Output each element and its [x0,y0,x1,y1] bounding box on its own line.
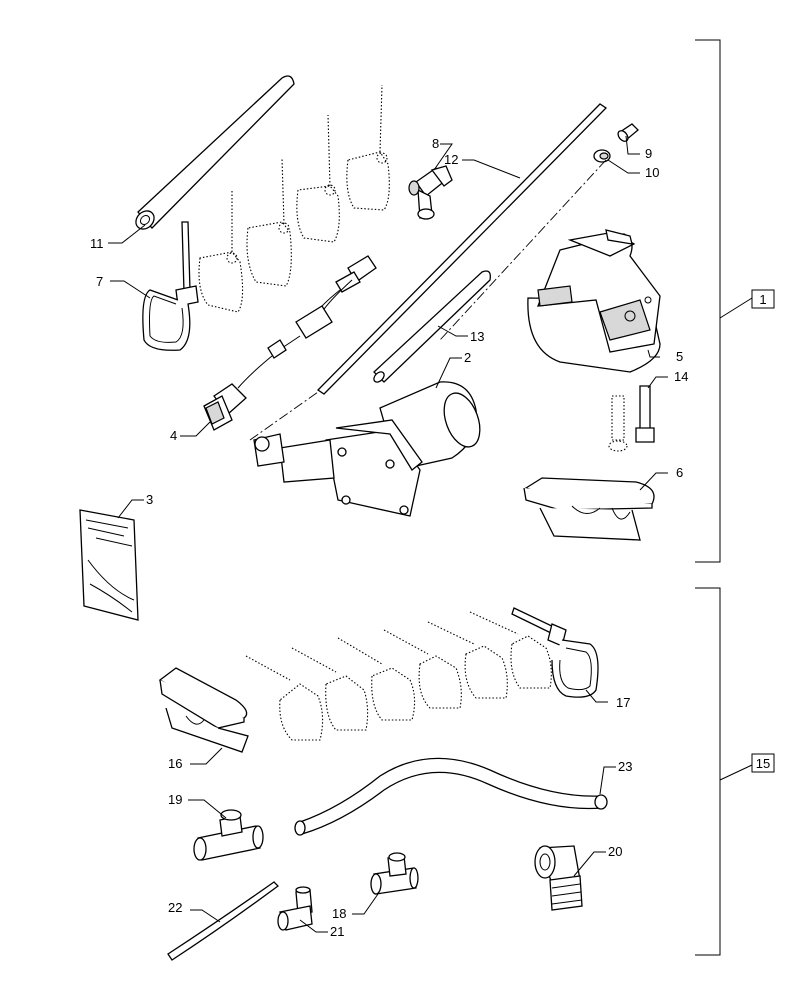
callout-10[interactable]: 10 [645,165,659,180]
part-4-harness[interactable] [203,255,377,431]
callout-4[interactable]: 4 [170,428,177,443]
group-bracket-upper: 1 [695,39,775,563]
callout-16[interactable]: 16 [168,756,182,771]
part-9-pin[interactable] [616,123,639,143]
part-20-elbow-fitting[interactable] [534,845,583,911]
part-12-rod[interactable] [316,103,608,395]
callout-11[interactable]: 11 [90,236,104,251]
part-10-grommet[interactable] [593,149,611,163]
group-label-1[interactable]: 1 [759,292,766,307]
callout-5[interactable]: 5 [676,349,683,364]
part-13-rod[interactable] [372,270,491,384]
callout-22[interactable]: 22 [168,900,182,915]
part-11-tube[interactable] [132,75,295,233]
callout-21[interactable]: 21 [330,924,344,939]
part-2-motor[interactable] [253,381,487,517]
part-5-clamp-bracket[interactable] [527,229,661,373]
part-7-cable-tie[interactable] [142,221,199,351]
callout-2[interactable]: 2 [464,350,471,365]
callout-3[interactable]: 3 [146,492,153,507]
part-18-tee-fitting[interactable] [370,852,419,895]
part-23-hose[interactable] [294,757,608,836]
part-14-bolts[interactable] [608,385,655,452]
callout-8[interactable]: 8 [432,136,439,151]
callout-17[interactable]: 17 [616,695,630,710]
part-19-tee-fitting[interactable] [193,809,264,861]
callout-18[interactable]: 18 [332,906,346,921]
callout-20[interactable]: 20 [608,844,622,859]
group-bracket-lower: 15 [695,587,775,956]
part-17-cable-tie[interactable] [511,607,599,698]
callout-12[interactable]: 12 [444,152,458,167]
callout-19[interactable]: 19 [168,792,182,807]
part-22-line[interactable] [167,881,279,961]
cable-ties-lower [245,611,552,741]
callout-7[interactable]: 7 [96,274,103,289]
leader-lines [108,135,668,933]
group-label-15[interactable]: 15 [756,756,770,771]
part-3-instruction-sheet[interactable] [79,509,139,621]
callout-13[interactable]: 13 [470,329,484,344]
callout-14[interactable]: 14 [674,369,688,384]
cable-ties-upper [198,84,390,313]
part-6-clip[interactable] [523,477,655,541]
callout-9[interactable]: 9 [645,146,652,161]
callout-numbers: 11 7 8 9 10 12 13 2 4 5 14 6 3 17 16 23 … [90,136,688,939]
callout-6[interactable]: 6 [676,465,683,480]
callout-23[interactable]: 23 [618,759,632,774]
part-16-clip[interactable] [158,667,249,753]
part-8-elbow-fitting[interactable] [408,165,453,220]
part-21-elbow[interactable] [277,886,313,931]
